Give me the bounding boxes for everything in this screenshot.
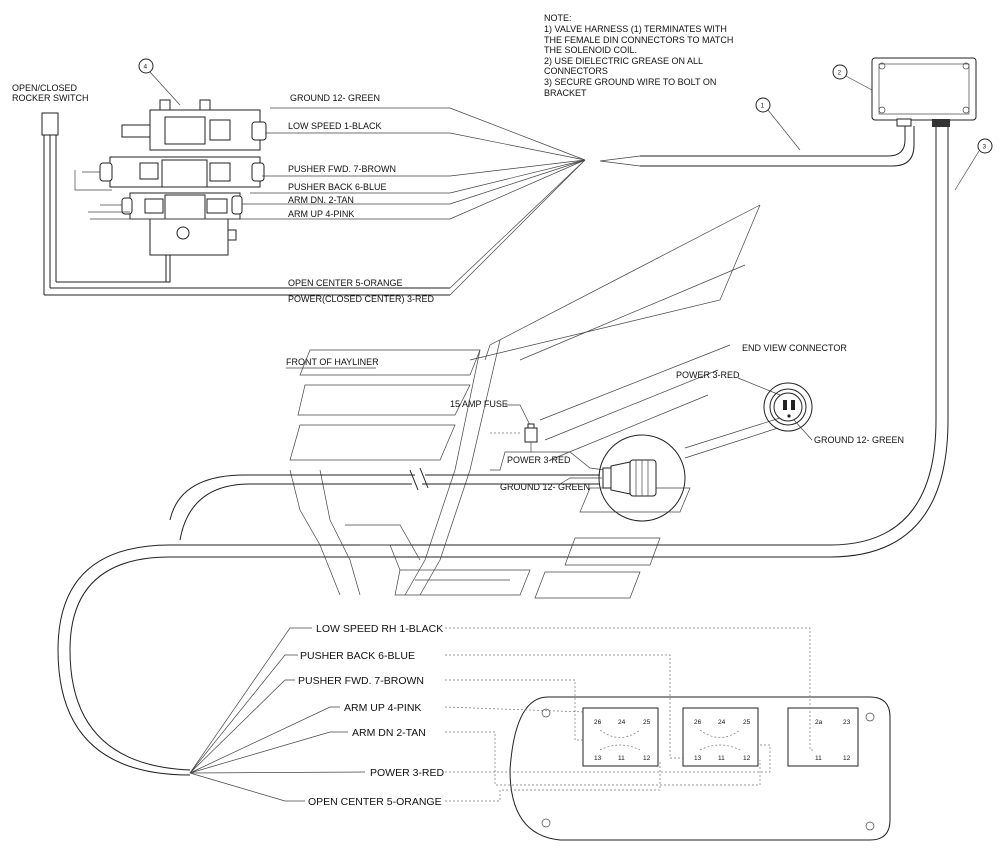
switch-label: ROCKER SWITCH <box>12 93 89 103</box>
valve-wire-label: PUSHER BACK 6-BLUE <box>288 182 387 192</box>
svg-text:3: 3 <box>983 144 987 151</box>
svg-text:25: 25 <box>743 719 751 726</box>
panel-wire-label: ARM UP 4-PINK <box>344 702 421 714</box>
panel-wire-label: PUSHER BACK 6-BLUE <box>300 650 415 662</box>
end-view-ground-label: GROUND 12- GREEN <box>814 435 904 445</box>
panel-wire-label: LOW SPEED RH 1-BLACK <box>316 623 443 635</box>
note-line: 1) VALVE HARNESS (1) TERMINATES WITH <box>544 24 727 34</box>
terminal-block: 26 24 25 13 11 12 <box>682 707 759 767</box>
panel-wire-label: PUSHER FWD. 7-BROWN <box>298 675 424 687</box>
valve-wire-label: POWER(CLOSED CENTER) 3-RED <box>288 294 435 304</box>
note-line: NOTE: <box>544 13 572 23</box>
callout-4: 4 <box>138 58 181 106</box>
front-label: FRONT OF HAYLINER <box>286 357 379 367</box>
valve-wire-label: OPEN CENTER 5-ORANGE <box>288 278 403 288</box>
valve-wire-label: PUSHER FWD. 7-BROWN <box>288 164 396 174</box>
svg-text:12: 12 <box>743 755 751 762</box>
note-line: THE SOLENOID COIL. <box>544 45 637 55</box>
callout-1: 1 <box>755 97 801 151</box>
end-view-connector: END VIEW CONNECTOR POWER 3-RED GROUND 12… <box>676 343 904 445</box>
svg-text:26: 26 <box>694 719 702 726</box>
tractor-plug <box>598 417 781 522</box>
tractor-cable <box>169 467 600 541</box>
svg-text:4: 4 <box>144 64 148 71</box>
svg-text:2a: 2a <box>815 719 823 726</box>
harness-ground-label: GROUND 12- GREEN <box>500 482 590 492</box>
svg-text:13: 13 <box>594 755 602 762</box>
svg-text:24: 24 <box>618 719 626 726</box>
switch-label: OPEN/CLOSED <box>12 83 78 93</box>
note-line: 3) SECURE GROUND WIRE TO BOLT ON <box>544 77 716 87</box>
junction-box <box>871 57 977 127</box>
panel-wire-label: POWER 3-RED <box>370 767 445 779</box>
svg-text:2: 2 <box>838 70 842 77</box>
end-view-power-label: POWER 3-RED <box>676 370 740 380</box>
note-line: BRACKET <box>544 88 587 98</box>
valve-wire-label: LOW SPEED 1-BLACK <box>288 121 382 131</box>
svg-text:11: 11 <box>815 755 822 762</box>
panel-wire-label: OPEN CENTER 5-ORANGE <box>308 796 442 808</box>
valve-wire-label: ARM DN. 2-TAN <box>288 195 354 205</box>
svg-text:26: 26 <box>594 719 602 726</box>
note-line: CONNECTORS <box>544 66 608 76</box>
svg-text:23: 23 <box>843 719 851 726</box>
valve-wire-labels: GROUND 12- GREEN LOW SPEED 1-BLACK PUSHE… <box>90 93 586 304</box>
terminal-block: 2a 23 11 12 <box>787 707 859 767</box>
svg-text:24: 24 <box>718 719 726 726</box>
note-line: 2) USE DIELECTRIC GREASE ON ALL <box>544 56 703 66</box>
hayliner-outline: FRONT OF HAYLINER <box>286 204 761 599</box>
valve-harness-hose <box>599 126 915 167</box>
end-view-title: END VIEW CONNECTOR <box>742 343 847 353</box>
svg-text:25: 25 <box>643 719 651 726</box>
fuse-label: 15 AMP FUSE <box>450 399 508 409</box>
svg-text:12: 12 <box>843 755 851 762</box>
valve-stack <box>74 99 267 282</box>
control-panel: 26 24 25 13 11 12 26 24 25 13 11 12 2a 2… <box>444 627 891 841</box>
svg-text:12: 12 <box>643 755 651 762</box>
terminal-block: 26 24 25 13 11 12 <box>582 707 659 767</box>
panel-wire-label: ARM DN 2-TAN <box>352 727 426 739</box>
note-line: THE FEMALE DIN CONNECTORS TO MATCH <box>544 35 733 45</box>
fuse-assembly: 15 AMP FUSE POWER 3-RED GROUND 12- GREEN <box>450 399 606 492</box>
main-harness-hose <box>57 127 949 776</box>
callout-3: 3 <box>954 138 993 191</box>
valve-wire-label: ARM UP 4-PINK <box>288 209 354 219</box>
svg-text:1: 1 <box>761 103 765 110</box>
svg-text:11: 11 <box>718 755 725 762</box>
note-block: NOTE: 1) VALVE HARNESS (1) TERMINATES WI… <box>544 13 733 98</box>
panel-wire-labels: LOW SPEED RH 1-BLACK PUSHER BACK 6-BLUE … <box>189 623 445 808</box>
svg-text:13: 13 <box>694 755 702 762</box>
harness-power-label: POWER 3-RED <box>507 455 571 465</box>
svg-text:11: 11 <box>618 755 625 762</box>
callout-2: 2 <box>832 64 873 91</box>
valve-wire-label: GROUND 12- GREEN <box>290 93 380 103</box>
